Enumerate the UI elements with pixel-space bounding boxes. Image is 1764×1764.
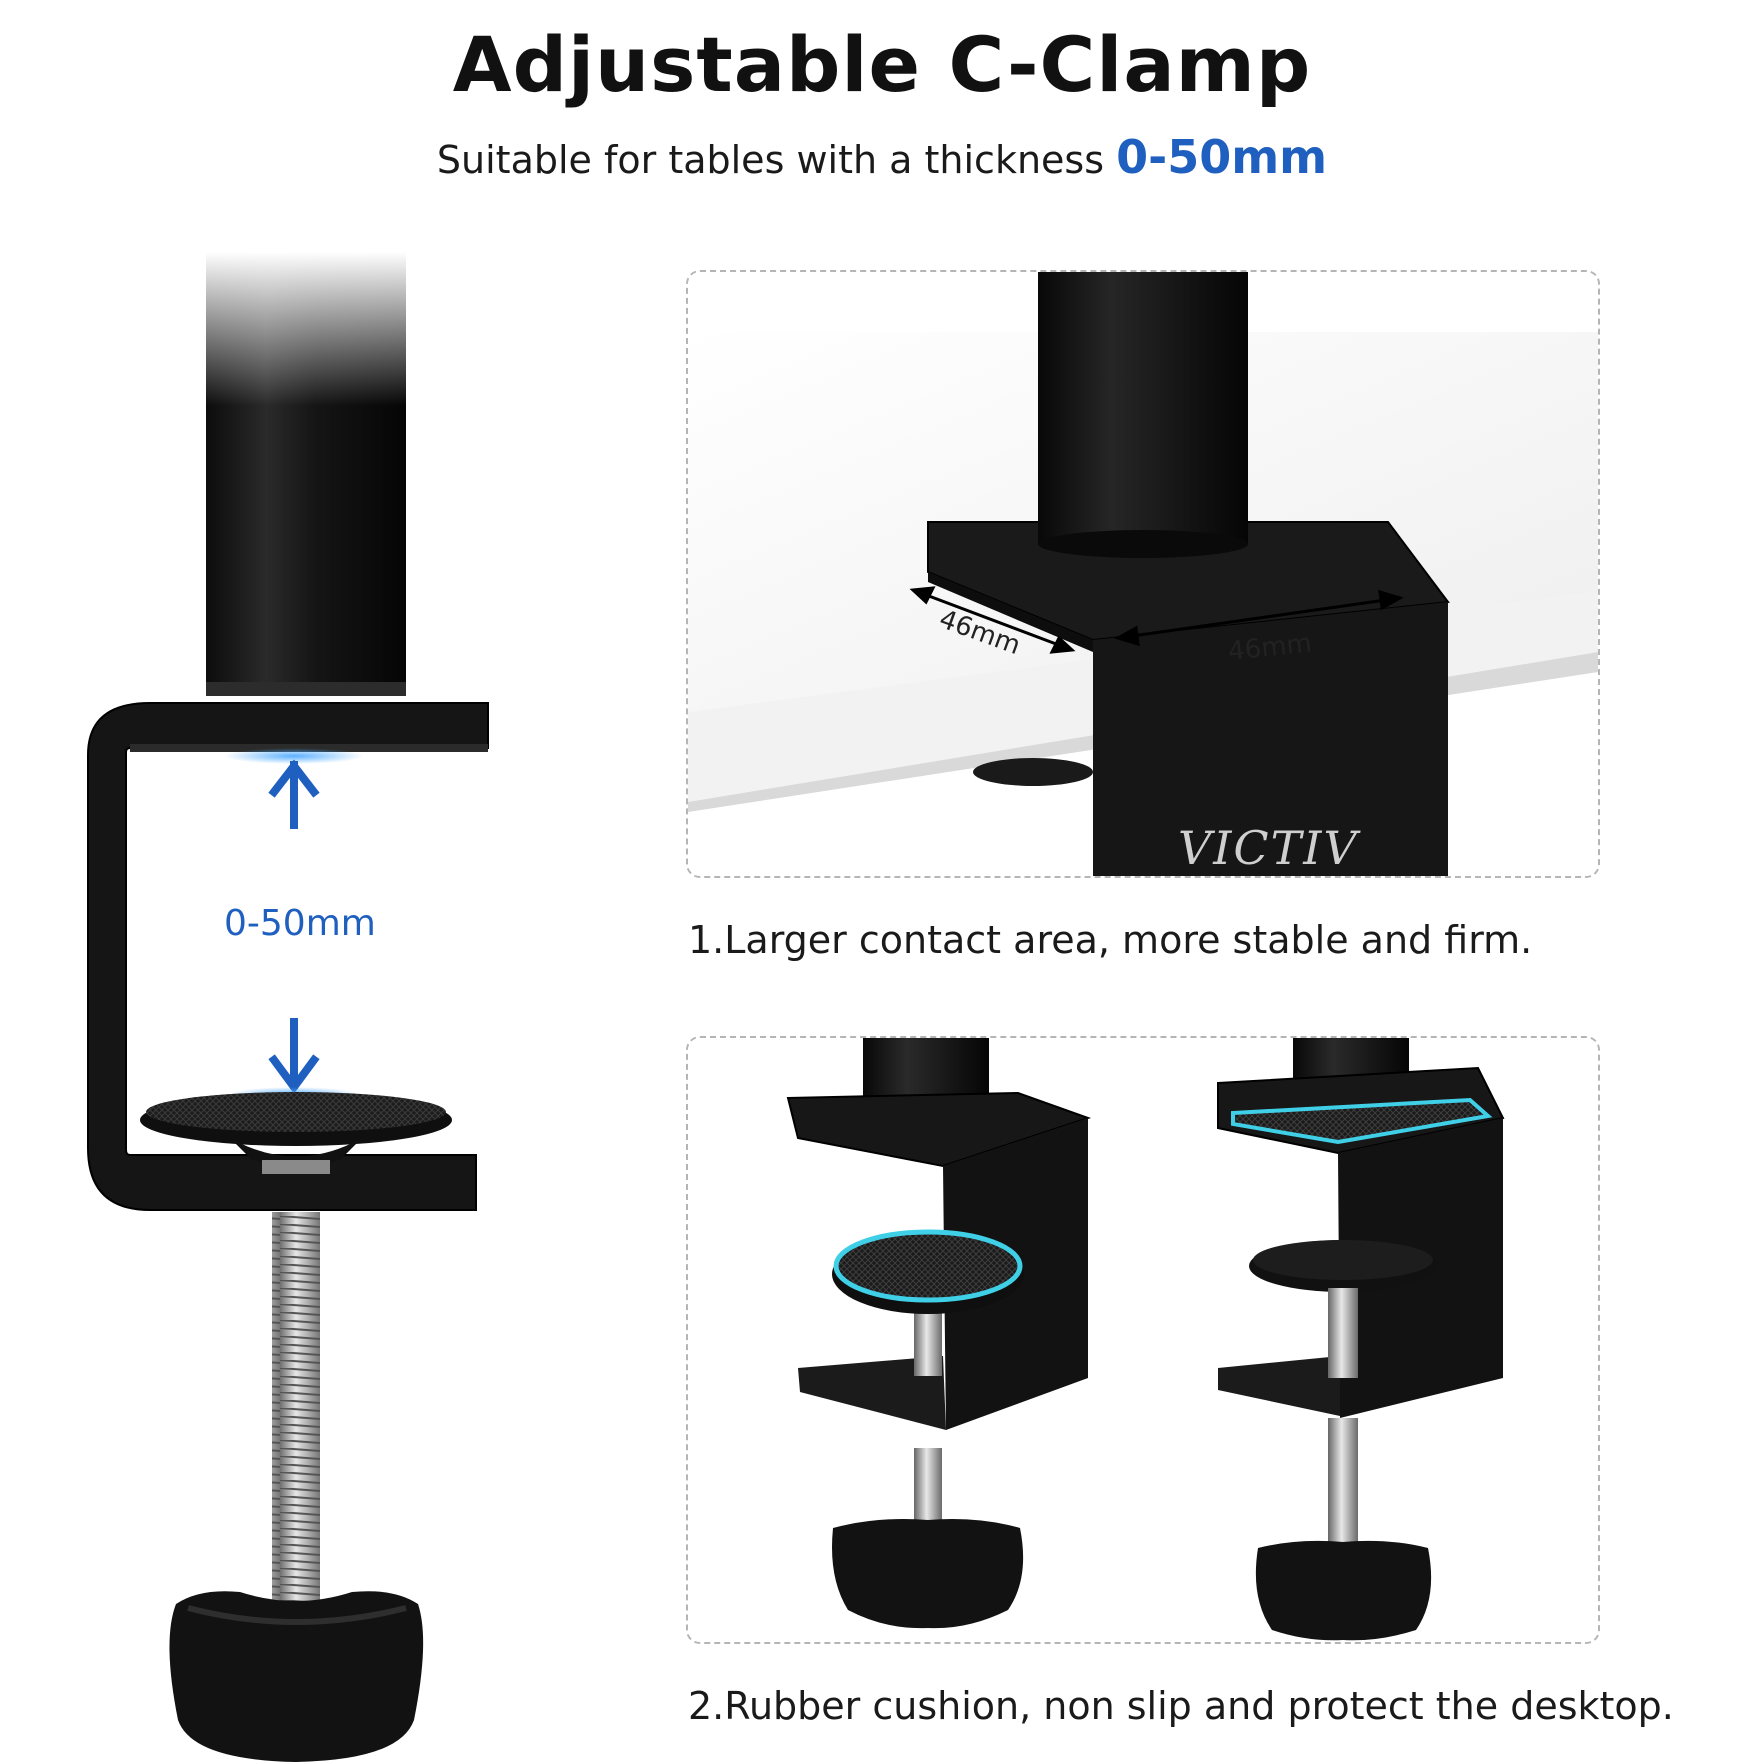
clamp-left [786, 1038, 1092, 1629]
dimension-arrow-depth [909, 586, 1076, 654]
main-clamp-illustration [87, 252, 489, 1762]
feature-caption-2: 2.Rubber cushion, non slip and protect t… [688, 1684, 1674, 1728]
feature-caption-1: 1.Larger contact area, more stable and f… [688, 918, 1533, 962]
dimension-arrow-width [1114, 589, 1404, 647]
arrow-down-icon [268, 1018, 320, 1094]
brand-logo: VICTIV [1178, 821, 1361, 875]
rubber-cushion-illustration [688, 1038, 1598, 1642]
page-title: Adjustable C-Clamp [452, 20, 1312, 109]
thickness-highlight: 0-50mm [1116, 130, 1328, 184]
detail-panel-rubber-cushion [686, 1036, 1600, 1644]
arrow-up-icon [268, 759, 320, 829]
page-subtitle: Suitable for tables with a thickness 0-5… [0, 130, 1764, 184]
subtitle-text: Suitable for tables with a thickness [436, 138, 1117, 182]
threaded-screw [272, 1212, 320, 1622]
detail-panel-contact-area: 46mm 46mm VICTIV [686, 270, 1600, 878]
clamp-pole [1038, 272, 1248, 544]
adjustment-knob [169, 1591, 424, 1762]
c-clamp-frame [87, 702, 489, 1211]
clamp-right [1217, 1038, 1505, 1641]
top-cushion-highlight [1231, 1097, 1493, 1145]
knob-left [832, 1519, 1024, 1629]
thickness-range-label: 0-50mm [224, 903, 376, 944]
knob-right [1255, 1540, 1432, 1641]
contact-area-illustration: 46mm 46mm VICTIV [688, 272, 1598, 876]
clamp-side-plate [1093, 602, 1448, 876]
rubber-pad-highlight [833, 1229, 1023, 1303]
